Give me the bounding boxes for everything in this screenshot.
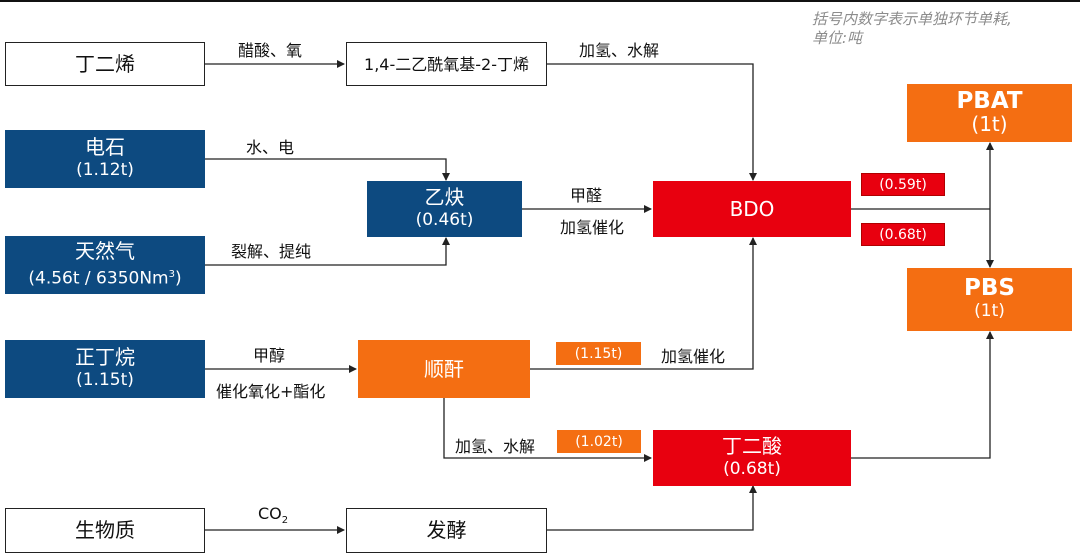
node-natgas-name: 天然气 [75,238,135,263]
label-hydro-hydrolysis-top: 加氢、水解 [579,41,660,60]
node-bdo: BDO [653,181,851,237]
node-pbs-name: PBS [964,274,1015,301]
node-carbide-name: 电石 [85,135,125,159]
node-pbat: PBAT (1t) [907,84,1072,142]
edge-anhydride-succinic [443,398,652,462]
node-succinic-name: 丁二酸 [722,434,782,458]
tag-anhydride-to-succinic: (1.02t) [557,430,641,453]
node-succinic-value: (0.68t) [723,459,781,479]
edge-diacetoxy-bdo [547,63,757,181]
edge-carbide-acetylene [205,158,450,181]
node-natgas-value-prefix: (4.56t / 6350Nm [28,268,169,289]
node-diacetoxy-name: 1,4-二乙酰氧基-2-丁烯 [364,54,529,74]
node-carbide-value: (1.12t) [76,160,134,180]
edge-anhydride-bdo [530,237,757,370]
node-anhydride: 顺酐 [358,340,530,398]
unit-note: 括号内数字表示单独环节单耗, 单位:吨 [812,10,1074,48]
node-ferment: 发酵 [346,508,547,553]
label-hydro-hydrolysis-bottom: 加氢、水解 [455,437,536,456]
label-acetic-oxygen: 醋酸、氧 [238,41,303,60]
node-pbs: PBS (1t) [907,268,1072,331]
unit-note-line2: 单位:吨 [812,29,863,47]
node-natgas: 天然气 (4.56t / 6350Nm3) [5,236,205,294]
label-methanol: 甲醇 [253,346,286,365]
node-bdo-name: BDO [729,196,775,221]
top-rule [0,0,1080,2]
label-hydro-catalysis-1: 加氢催化 [560,218,625,237]
edge-succinic-pbs [851,331,994,459]
node-acetylene: 乙炔 (0.46t) [367,181,522,237]
label-water-power: 水、电 [246,138,295,157]
tag-anhydride-to-bdo: (1.15t) [556,342,641,365]
node-diacetoxy: 1,4-二乙酰氧基-2-丁烯 [346,42,547,86]
label-co2: CO2 [258,504,288,526]
label-catalytic-oxidation: 催化氧化+酯化 [216,382,326,401]
label-co2-base: CO [258,504,282,523]
node-ferment-name: 发酵 [426,518,467,542]
edge-natgas-acetylene [205,237,450,266]
tag-bdo-to-pbat: (0.59t) [861,173,945,196]
node-acetylene-name: 乙炔 [424,185,465,209]
label-hydro-catalysis-2: 加氢催化 [661,347,726,366]
node-butadiene: 丁二烯 [5,42,205,86]
label-formaldehyde: 甲醛 [570,186,603,205]
node-natgas-value-suffix: ) [174,268,182,289]
node-anhydride-name: 顺酐 [424,356,464,381]
node-butane-value: (1.15t) [76,370,134,390]
node-acetylene-value: (0.46t) [415,210,474,230]
node-pbat-name: PBAT [956,88,1023,114]
node-succinic: 丁二酸 (0.68t) [653,430,851,486]
node-butane-name: 正丁烷 [75,345,135,369]
node-biomass-name: 生物质 [75,518,135,542]
node-natgas-value: (4.56t / 6350Nm3) [28,263,181,291]
node-butane: 正丁烷 (1.15t) [5,340,205,398]
unit-note-line1: 括号内数字表示单独环节单耗, [812,10,1012,28]
label-cracking: 裂解、提纯 [231,242,312,261]
node-biomass: 生物质 [5,508,205,553]
tag-bdo-to-pbs: (0.68t) [861,223,945,246]
node-pbs-value: (1t) [974,300,1005,321]
label-co2-sub: 2 [281,515,289,527]
node-butadiene-name: 丁二烯 [75,51,135,76]
node-carbide: 电石 (1.12t) [5,130,205,188]
node-natgas-value-sup: 3 [168,268,175,280]
node-pbat-value: (1t) [971,112,1008,136]
edge-ferment-succinic [547,485,757,531]
